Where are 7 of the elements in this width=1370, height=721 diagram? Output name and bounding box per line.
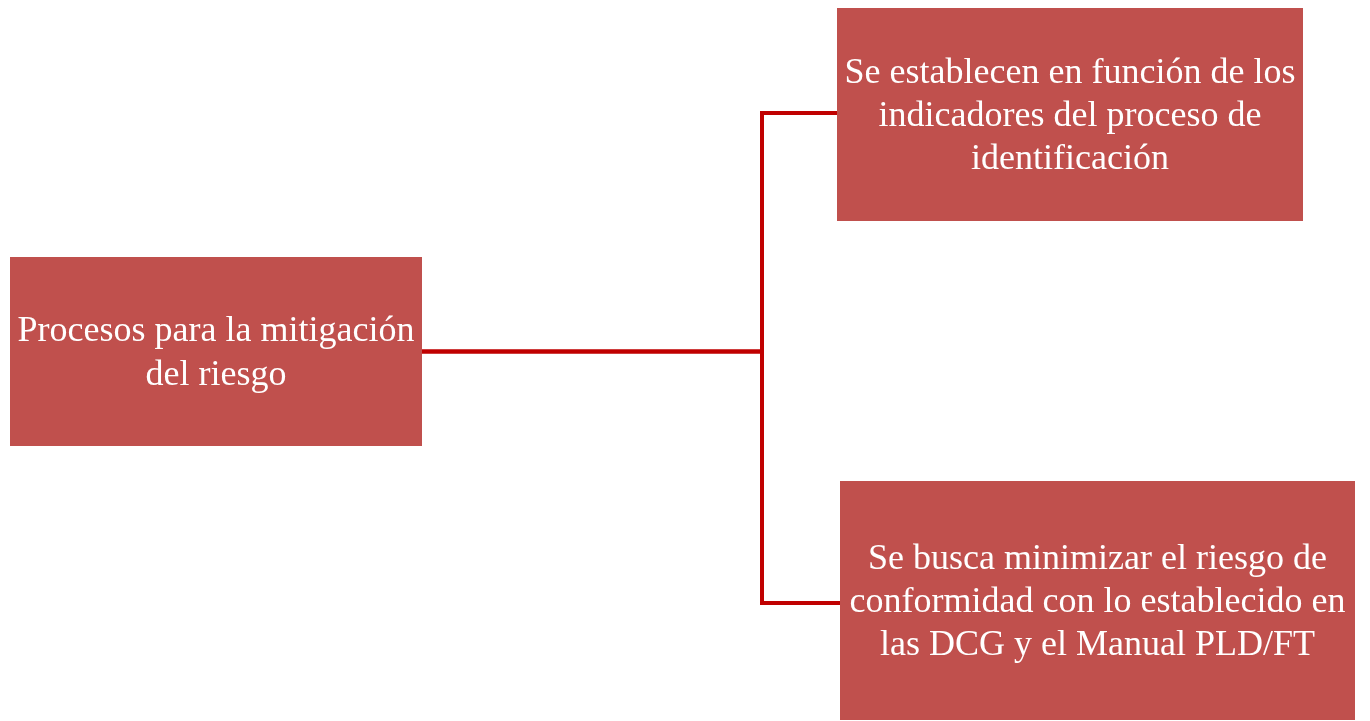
- process-box: [840, 481, 1355, 720]
- process-box: [10, 257, 422, 446]
- box-text: Procesos para la mitigación del riesgo: [16, 308, 416, 395]
- process-box: [837, 8, 1303, 221]
- connector-line: [422, 349, 840, 605]
- box-text: Se busca minimizar el riesgo de conformidad con lo establecido en las DCG y el Manual PLD/FT: [848, 535, 1347, 666]
- box-text: Se establecen en función de los indicadores del proceso de identificación: [843, 49, 1297, 180]
